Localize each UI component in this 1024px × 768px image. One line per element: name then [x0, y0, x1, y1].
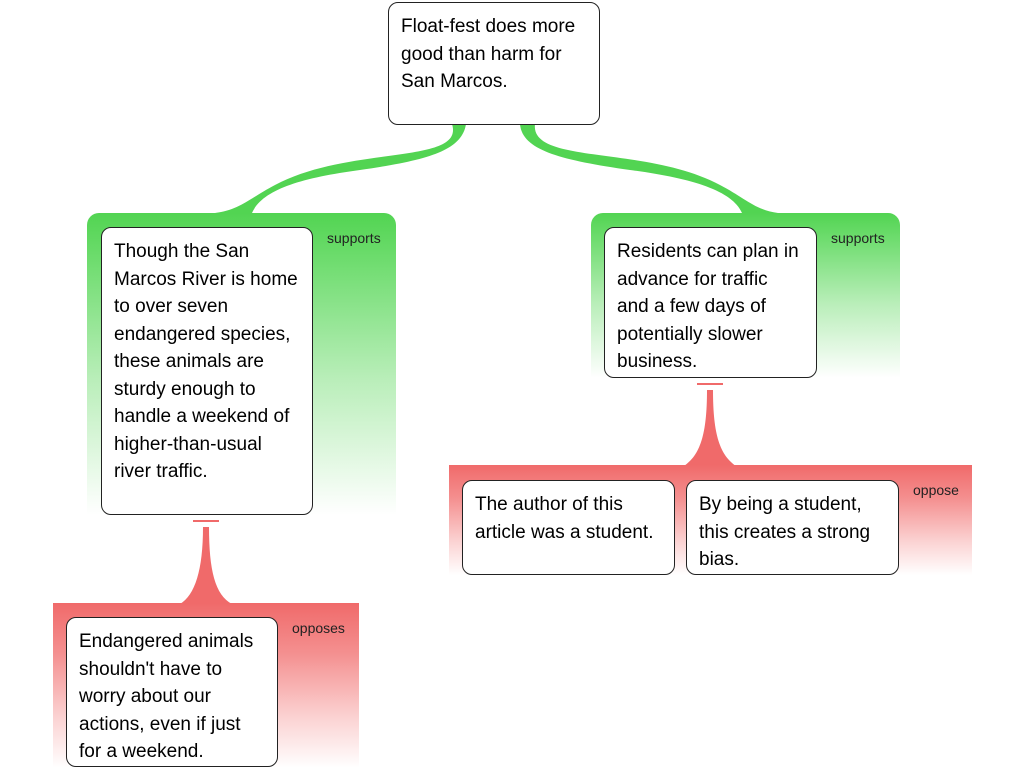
reason-box-left[interactable]: Though the San Marcos River is home to o…: [101, 227, 313, 515]
main-claim-box[interactable]: Float-fest does more good than harm for …: [388, 2, 600, 125]
reason-box-right[interactable]: Residents can plan in advance for traffi…: [604, 227, 817, 378]
support-connector-left: [215, 124, 466, 213]
opposes-label-left: opposes: [292, 620, 345, 636]
supports-label-left: supports: [327, 230, 381, 246]
objection-box-left[interactable]: Endangered animals shouldn't have to wor…: [66, 617, 278, 767]
objection-box-right-a[interactable]: The author of this article was a student…: [462, 480, 675, 575]
oppose-marker-right: [697, 383, 723, 385]
oppose-marker-left: [193, 520, 219, 522]
support-connector-right: [520, 124, 778, 213]
objection-box-right-b[interactable]: By being a student, this creates a stron…: [686, 480, 899, 575]
oppose-connector-right: [684, 390, 736, 466]
supports-label-right: supports: [831, 230, 885, 246]
oppose-connector-left: [180, 527, 232, 604]
oppose-label-right: oppose: [913, 482, 959, 498]
